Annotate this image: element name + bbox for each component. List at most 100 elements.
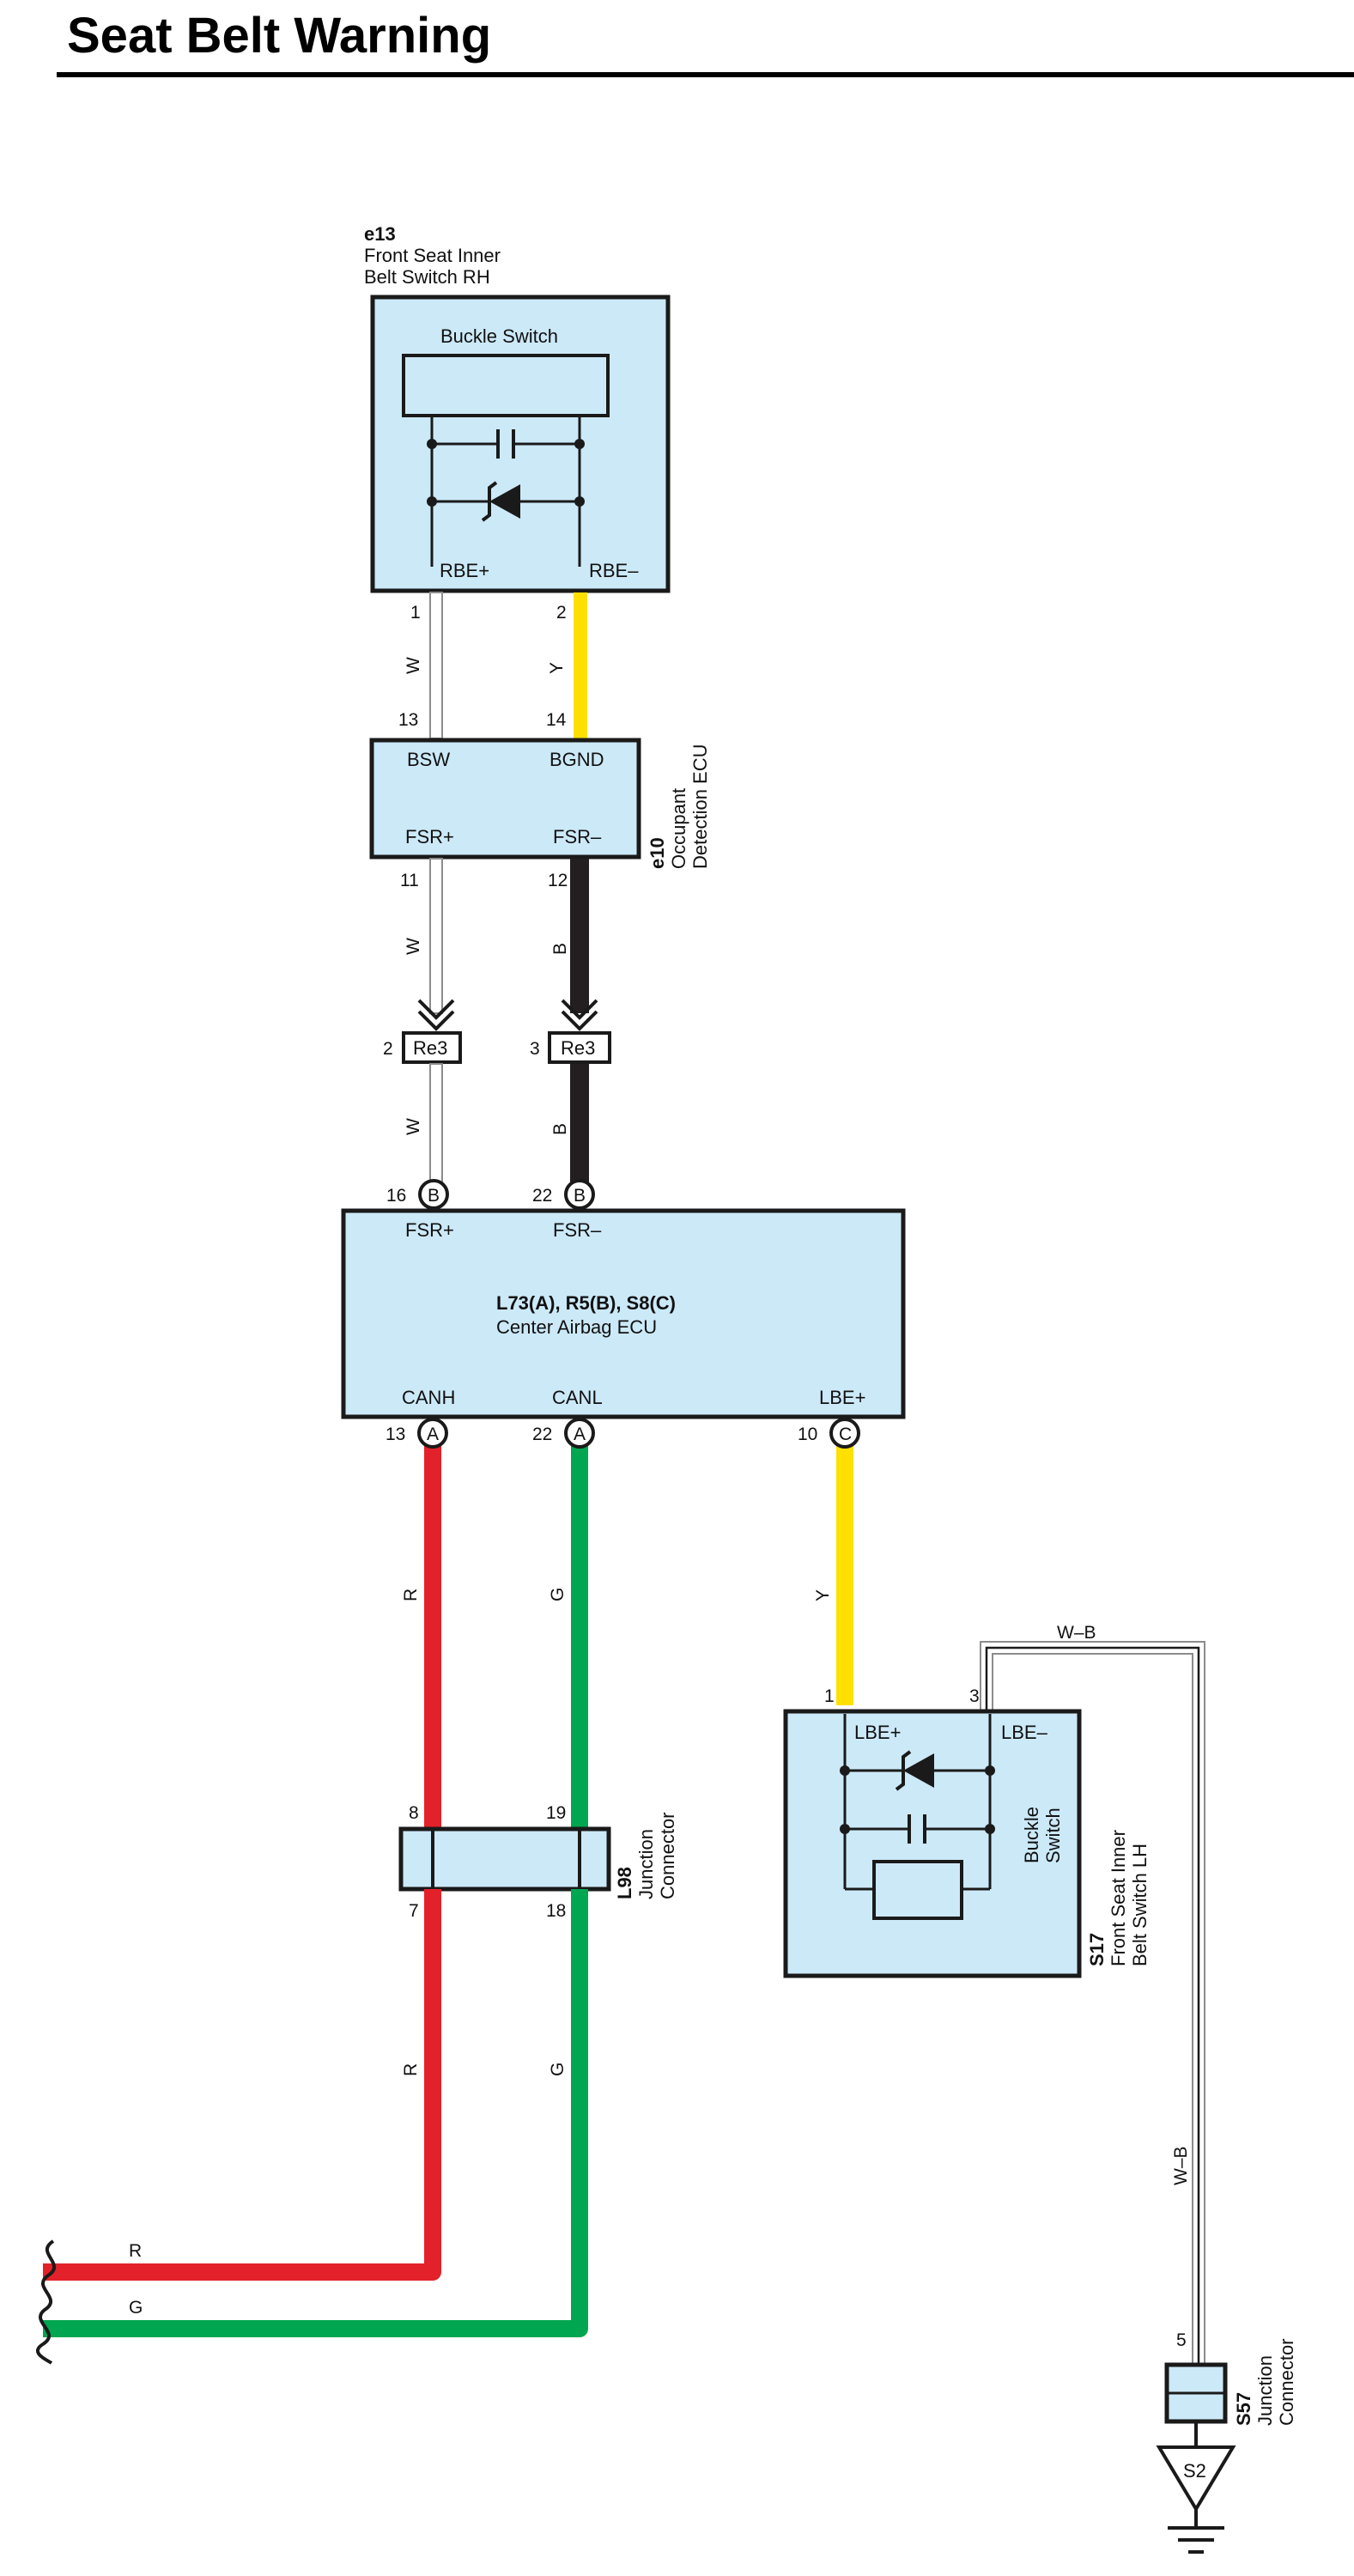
s17-inner-line2: Switch bbox=[1042, 1807, 1064, 1863]
re3-pin-3: 3 bbox=[530, 1039, 540, 1059]
e13-zener-diode-icon bbox=[489, 484, 520, 519]
ecu-conn-letter-b1: B bbox=[428, 1186, 440, 1206]
e10-terminal-bsw: BSW bbox=[407, 749, 450, 770]
ecu-conn-letter-a2: A bbox=[574, 1425, 586, 1444]
wire-code-w-3: W bbox=[404, 1118, 423, 1135]
wire-green-canl bbox=[571, 1434, 588, 1829]
s17-zener-diode-icon bbox=[903, 1753, 934, 1788]
wires-e10-re3: 11 12 W B bbox=[400, 858, 598, 1031]
wire-white-re3-2 bbox=[429, 1063, 443, 1194]
title-rule bbox=[57, 72, 1354, 77]
e13-name-line2: Belt Switch RH bbox=[364, 266, 490, 288]
ecu-pin-22-a: 22 bbox=[532, 1425, 552, 1444]
e13-terminal-rbe-plus: RBE+ bbox=[440, 560, 489, 581]
s57-name-line2: Connector bbox=[1276, 2338, 1297, 2426]
wire-code-wb-top: W–B bbox=[1057, 1623, 1096, 1643]
l98-code: L98 bbox=[614, 1867, 635, 1899]
l98-pin-18: 18 bbox=[546, 1901, 566, 1921]
wire-code-w-2: W bbox=[404, 938, 423, 955]
e10-pin-13: 13 bbox=[398, 710, 418, 730]
wires-re3-ecu: W B B B 16 22 bbox=[386, 1063, 595, 1210]
re3-label-b: Re3 bbox=[561, 1037, 595, 1059]
re3-connectors: Re3 Re3 2 3 bbox=[383, 1031, 611, 1064]
ecu-name: Center Airbag ECU bbox=[496, 1316, 657, 1338]
ecu-connector-a-canl bbox=[564, 1418, 595, 1449]
ecu-conn-letter-c: C bbox=[839, 1425, 852, 1444]
wires-l98-offpage: R G R G bbox=[36, 1889, 588, 2365]
chevron-down-icon bbox=[561, 999, 598, 1020]
s17-pin-3: 3 bbox=[969, 1686, 980, 1706]
s57-pin-5: 5 bbox=[1176, 2330, 1187, 2350]
chevron-down-icon bbox=[417, 999, 455, 1020]
ground-triangle-icon bbox=[1156, 2445, 1236, 2512]
e10-code: e10 bbox=[647, 837, 668, 869]
l98-junction-connector: 8 19 7 18 L98 Junction Connector bbox=[398, 1803, 678, 1921]
ecu-terminal-fsr-plus: FSR+ bbox=[405, 1219, 454, 1241]
wire-code-r-end: R bbox=[129, 2241, 142, 2261]
e13-inner-label: Buckle Switch bbox=[440, 325, 558, 347]
e10-component: BSW BGND FSR+ FSR– e10 Occupant Detectio… bbox=[369, 738, 711, 869]
wire-red-canh bbox=[424, 1434, 441, 1829]
e10-pin-14: 14 bbox=[546, 710, 567, 730]
e10-name-line1: Occupant bbox=[668, 788, 689, 869]
e10-terminal-fsr-minus: FSR– bbox=[553, 826, 602, 848]
e13-pin-2: 2 bbox=[556, 603, 567, 623]
wire-code-b-1: B bbox=[550, 943, 570, 955]
wire-code-y-2: Y bbox=[813, 1589, 833, 1601]
ecu-conn-letter-a1: A bbox=[427, 1425, 439, 1444]
ecu-pin-22-b: 22 bbox=[532, 1186, 552, 1206]
ecu-connector-b-fsr-plus bbox=[418, 1179, 449, 1210]
s17-inner-line1: Buckle bbox=[1021, 1807, 1042, 1863]
wire-white-e13-1 bbox=[429, 592, 443, 739]
e13-name-line1: Front Seat Inner bbox=[364, 245, 501, 266]
s17-name-line2: Belt Switch LH bbox=[1129, 1844, 1151, 1966]
wire-break-icon bbox=[36, 2239, 56, 2365]
page-title: Seat Belt Warning bbox=[67, 8, 492, 64]
l98-pin-19: 19 bbox=[546, 1803, 566, 1823]
chevron-down-icon bbox=[561, 1010, 598, 1031]
wire-black-e10-12 bbox=[570, 859, 589, 1013]
re3-label-a: Re3 bbox=[413, 1037, 447, 1059]
l98-name-line1: Junction bbox=[635, 1829, 657, 1899]
s17-terminal-lbe-plus: LBE+ bbox=[854, 1722, 901, 1743]
wire-code-wb-side: W–B bbox=[1171, 2146, 1191, 2185]
e10-pin-11: 11 bbox=[400, 871, 419, 890]
wire-white-black-s17-3 bbox=[985, 1646, 1200, 2365]
ecu-terminal-fsr-minus: FSR– bbox=[553, 1219, 602, 1241]
s57-name-line1: Junction bbox=[1254, 2355, 1276, 2426]
chevron-down-icon bbox=[417, 1010, 455, 1031]
ecu-terminal-lbe-plus: LBE+ bbox=[819, 1387, 865, 1408]
ecu-conn-letter-b2: B bbox=[574, 1186, 586, 1206]
wire-red-offpage bbox=[43, 1889, 441, 2281]
wires-e13-e10: 1 2 W Y 13 14 bbox=[398, 592, 587, 739]
wire-white-e10-11 bbox=[429, 858, 443, 1014]
e10-terminal-fsr-plus: FSR+ bbox=[405, 826, 454, 848]
ecu-connector-a-canh bbox=[417, 1418, 448, 1449]
s57-junction-connector: 5 S57 Junction Connector S2 bbox=[1156, 2330, 1297, 2554]
e13-code: e13 bbox=[364, 223, 396, 245]
wire-code-y-1: Y bbox=[547, 662, 567, 674]
s17-switch-element bbox=[872, 1860, 963, 1920]
s57-code: S57 bbox=[1233, 2392, 1254, 2426]
e10-terminal-bgnd: BGND bbox=[549, 749, 604, 770]
ecu-terminal-canl: CANL bbox=[552, 1387, 603, 1408]
ecu-connector-b-fsr-minus bbox=[564, 1179, 595, 1210]
l98-pin-8: 8 bbox=[409, 1803, 419, 1823]
ecu-connector-c-lbe bbox=[829, 1418, 860, 1449]
s17-component: W–B W–B 1 3 LBE+ LBE– Buckle Sw bbox=[783, 1623, 1205, 2365]
re3-pin-2: 2 bbox=[383, 1039, 393, 1059]
wire-green-offpage bbox=[43, 1889, 588, 2337]
center-airbag-ecu: FSR+ FSR– L73(A), R5(B), S8(C) Center Ai… bbox=[341, 1208, 906, 1419]
ecu-code: L73(A), R5(B), S8(C) bbox=[496, 1292, 676, 1314]
wire-black-re3-3 bbox=[570, 1064, 589, 1193]
e13-pin-1: 1 bbox=[410, 603, 421, 623]
wire-code-w-1: W bbox=[404, 657, 423, 674]
re3-connector-2 bbox=[402, 1031, 462, 1064]
s17-terminal-lbe-minus: LBE– bbox=[1001, 1722, 1048, 1743]
re3-connector-3 bbox=[548, 1031, 611, 1064]
l98-name-line2: Connector bbox=[657, 1812, 678, 1899]
e10-name-line2: Detection ECU bbox=[689, 744, 711, 869]
wire-code-g-end: G bbox=[129, 2298, 143, 2318]
